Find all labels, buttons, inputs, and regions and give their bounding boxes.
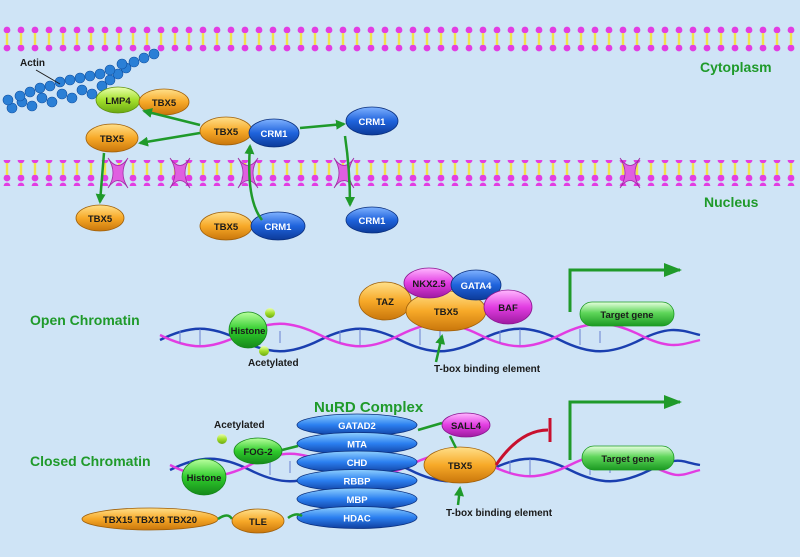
sall4-protein: SALL4 [441, 412, 491, 438]
svg-text:TLE: TLE [249, 517, 267, 528]
taz-protein: TAZ [358, 281, 412, 321]
baf-protein: BAF [483, 289, 533, 325]
svg-text:Histone: Histone [231, 326, 266, 337]
svg-text:TBX5: TBX5 [152, 98, 177, 109]
acetyl-group [259, 346, 269, 356]
open-chromatin-label: Open Chromatin [30, 312, 140, 328]
nurd-subunit-label: MTA [347, 440, 367, 451]
svg-text:TBX5: TBX5 [100, 134, 125, 145]
svg-text:CRM1: CRM1 [261, 129, 289, 140]
gata4-protein: GATA4 [450, 269, 502, 301]
svg-text:CRM1: CRM1 [265, 222, 293, 233]
crm1-nucleus-free: CRM1 [345, 206, 399, 234]
svg-text:TAZ: TAZ [376, 297, 394, 308]
tbx5-closed-chromatin: TBX5 [423, 446, 497, 484]
tbx5-cyto-left: TBX5 [85, 123, 139, 153]
svg-text:TBX5: TBX5 [214, 127, 239, 138]
lmp4-label: LMP4 [105, 96, 131, 107]
svg-text:CRM1: CRM1 [359, 216, 387, 227]
transcription-arrow-closed [568, 395, 682, 460]
crm1-cyto-free: CRM1 [345, 106, 399, 136]
acetylated-label-closed: Acetylated [214, 420, 265, 431]
nurd-subunit-label: RBBP [344, 477, 372, 488]
tle-protein: TLE [231, 508, 285, 534]
actin-pointer [35, 69, 61, 85]
nurd-subunit-chd: CHD [296, 450, 418, 474]
svg-text:NKX2.5: NKX2.5 [412, 279, 446, 290]
nurd-subunit-label: CHD [347, 458, 368, 469]
target-gene-closed: Target gene [581, 445, 675, 471]
tbox-label-closed: T-box binding element [446, 508, 553, 519]
svg-text:GATA4: GATA4 [461, 281, 493, 292]
nurd-subunit-label: MBP [346, 495, 368, 506]
svg-text:Histone: Histone [187, 473, 222, 484]
svg-text:TBX5: TBX5 [88, 214, 113, 225]
svg-text:Target gene: Target gene [601, 454, 654, 465]
histone-open: Histone [228, 311, 268, 349]
acetyl-group [217, 434, 227, 444]
nurd-subunit-label: GATAD2 [338, 421, 376, 432]
tbx5-cyto-center: TBX5 [199, 116, 253, 146]
svg-text:FOG-2: FOG-2 [243, 447, 272, 458]
closed-chromatin-label: Closed Chromatin [30, 453, 151, 469]
actin-filament [2, 48, 160, 114]
actin-label: Actin [20, 58, 45, 69]
svg-text:CRM1: CRM1 [359, 117, 387, 128]
histone-closed: Histone [181, 458, 227, 496]
fog2-protein: FOG-2 [233, 437, 283, 465]
tbx5-nucleus-export: TBX5 [199, 211, 253, 241]
nurd-complex-label: NuRD Complex [314, 399, 424, 416]
svg-text:SALL4: SALL4 [451, 421, 482, 432]
svg-text:Target gene: Target gene [600, 310, 653, 321]
acetylated-label-open: Acetylated [248, 358, 299, 369]
cell-membrane-top [0, 26, 800, 52]
nurd-subunit-hdac: HDAC [296, 506, 418, 529]
tbox-arrow-open [434, 334, 446, 363]
repressor-connector [217, 514, 234, 521]
svg-text:TBX5: TBX5 [434, 307, 459, 318]
lmp4-protein: LMP4 [95, 86, 141, 114]
nuclear-envelope [0, 157, 800, 189]
svg-text:TBX5: TBX5 [448, 461, 473, 472]
target-gene-open: Target gene [579, 301, 675, 327]
crm1-nucleus-bound: CRM1 [250, 211, 306, 241]
tbx-repressor-proteins: TBX15 TBX18 TBX20 [81, 507, 219, 531]
nucleus-label: Nucleus [704, 194, 759, 210]
svg-text:TBX15 TBX18 TBX20: TBX15 TBX18 TBX20 [103, 515, 197, 526]
tbox-label-open: T-box binding element [434, 364, 541, 375]
cytoplasm-label: Cytoplasm [700, 59, 772, 75]
transcription-arrow-open [568, 263, 682, 312]
svg-text:BAF: BAF [498, 303, 518, 314]
inhibition-arrow [494, 428, 549, 466]
nurd-subunit-label: HDAC [343, 514, 371, 525]
nkx25-protein: NKX2.5 [403, 267, 455, 299]
acetyl-group [265, 308, 275, 318]
svg-text:TBX5: TBX5 [214, 222, 239, 233]
transport-arrows [95, 108, 355, 221]
crm1-cyto-bound: CRM1 [248, 118, 300, 148]
tbx5-nucleus-left: TBX5 [75, 204, 125, 232]
tbox-arrow-closed [454, 486, 465, 506]
